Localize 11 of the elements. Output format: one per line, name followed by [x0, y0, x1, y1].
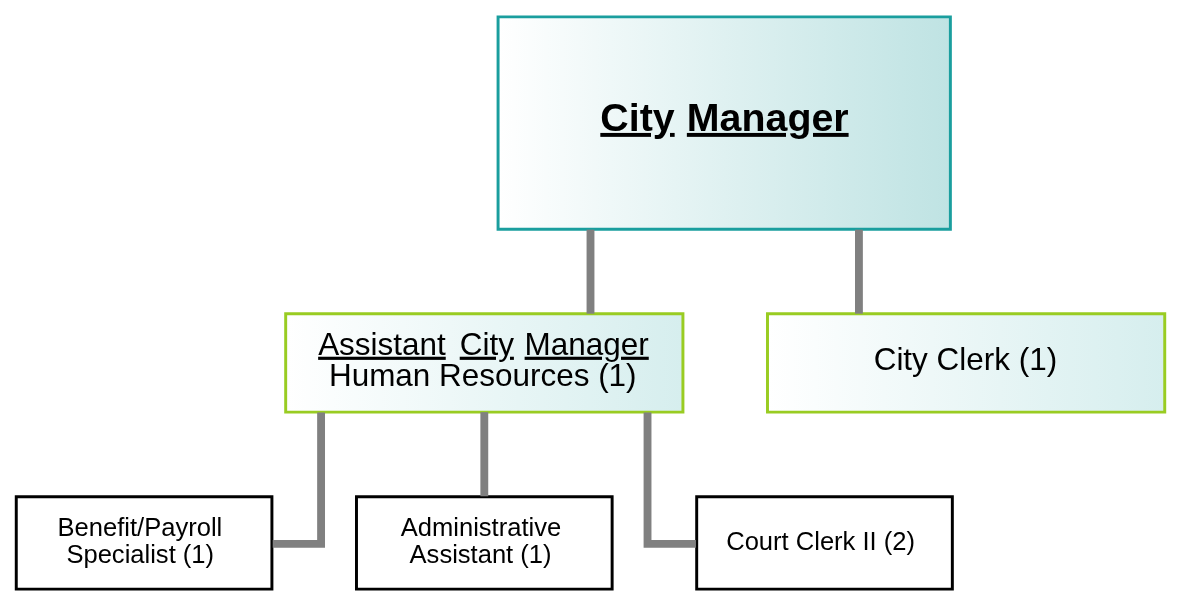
node-box: Administrative Assistant (1)	[355, 495, 614, 591]
connector	[586, 229, 595, 314]
node-box: Assistant City Manager Human Resources (1)	[284, 312, 685, 414]
connector	[480, 412, 489, 497]
node-box: City Clerk (1)	[766, 312, 1167, 414]
connector	[643, 412, 696, 548]
connector	[855, 229, 863, 314]
node-box: City Manager	[496, 15, 952, 231]
connector	[272, 412, 325, 548]
node-box: Benefit/Payroll Specialist (1)	[14, 495, 274, 591]
node-box: Court Clerk II (2)	[695, 495, 954, 591]
